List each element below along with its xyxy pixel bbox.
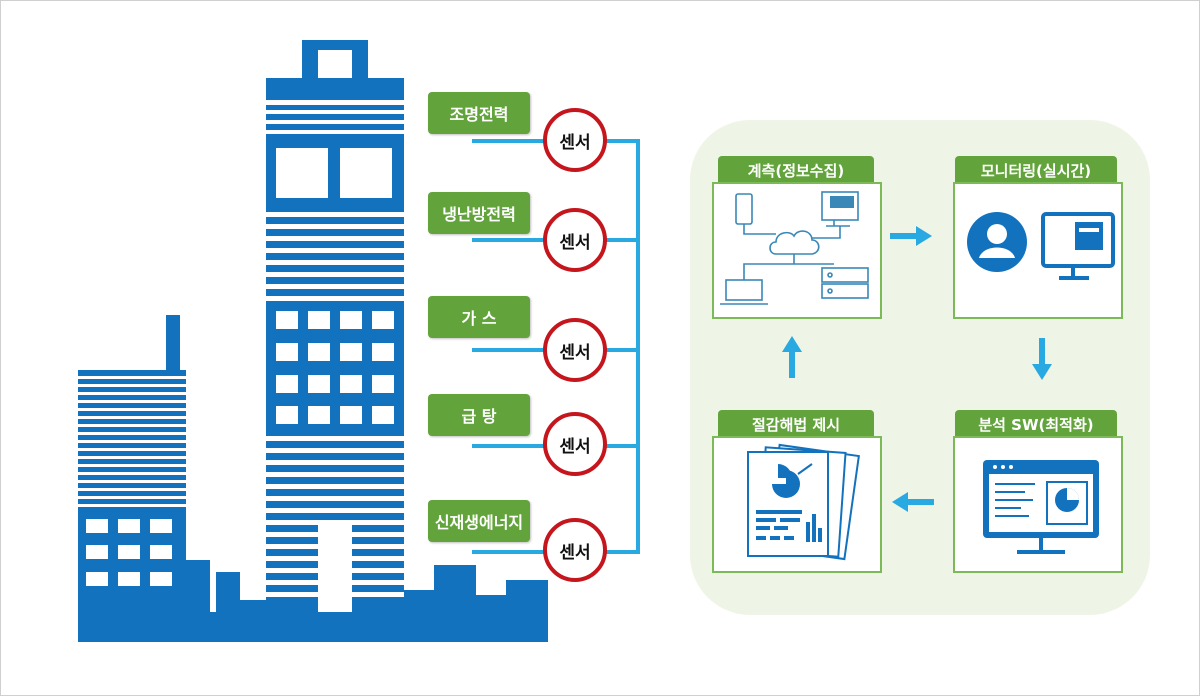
monitor-icon — [967, 212, 1115, 280]
arrow-up-icon — [782, 336, 802, 378]
sensor-node: 센서 — [543, 412, 607, 476]
measure-title: 계측(정보수집) — [718, 156, 874, 184]
measure-box — [712, 182, 882, 319]
sensor-lines — [472, 139, 640, 554]
source-label-lighting: 조명전력 — [428, 92, 530, 134]
sensor-node: 센서 — [543, 208, 607, 272]
arrow-left-icon — [892, 492, 934, 512]
report-icon — [747, 443, 860, 561]
left-building — [78, 315, 186, 615]
main-tower — [266, 40, 404, 615]
arrow-right-icon — [890, 226, 932, 246]
network-icon — [720, 191, 869, 305]
analysis-title: 분석 SW(최적화) — [955, 410, 1117, 438]
source-label-hvac: 냉난방전력 — [428, 192, 530, 234]
monitor-title: 모니터링(실시간) — [955, 156, 1117, 184]
analysis-box — [953, 436, 1123, 573]
ground-base — [78, 612, 548, 642]
source-label-hotwater: 급 탕 — [428, 394, 530, 436]
solution-box — [712, 436, 882, 573]
sensor-node: 센서 — [543, 518, 607, 582]
sensor-node: 센서 — [543, 318, 607, 382]
monitor-box — [953, 182, 1123, 319]
software-icon — [983, 460, 1099, 554]
arrow-down-icon — [1032, 338, 1052, 380]
source-label-gas: 가 스 — [428, 296, 530, 338]
source-label-renewable: 신재생에너지 — [428, 500, 530, 542]
solution-title: 절감해법 제시 — [718, 410, 874, 438]
sensor-node: 센서 — [543, 108, 607, 172]
